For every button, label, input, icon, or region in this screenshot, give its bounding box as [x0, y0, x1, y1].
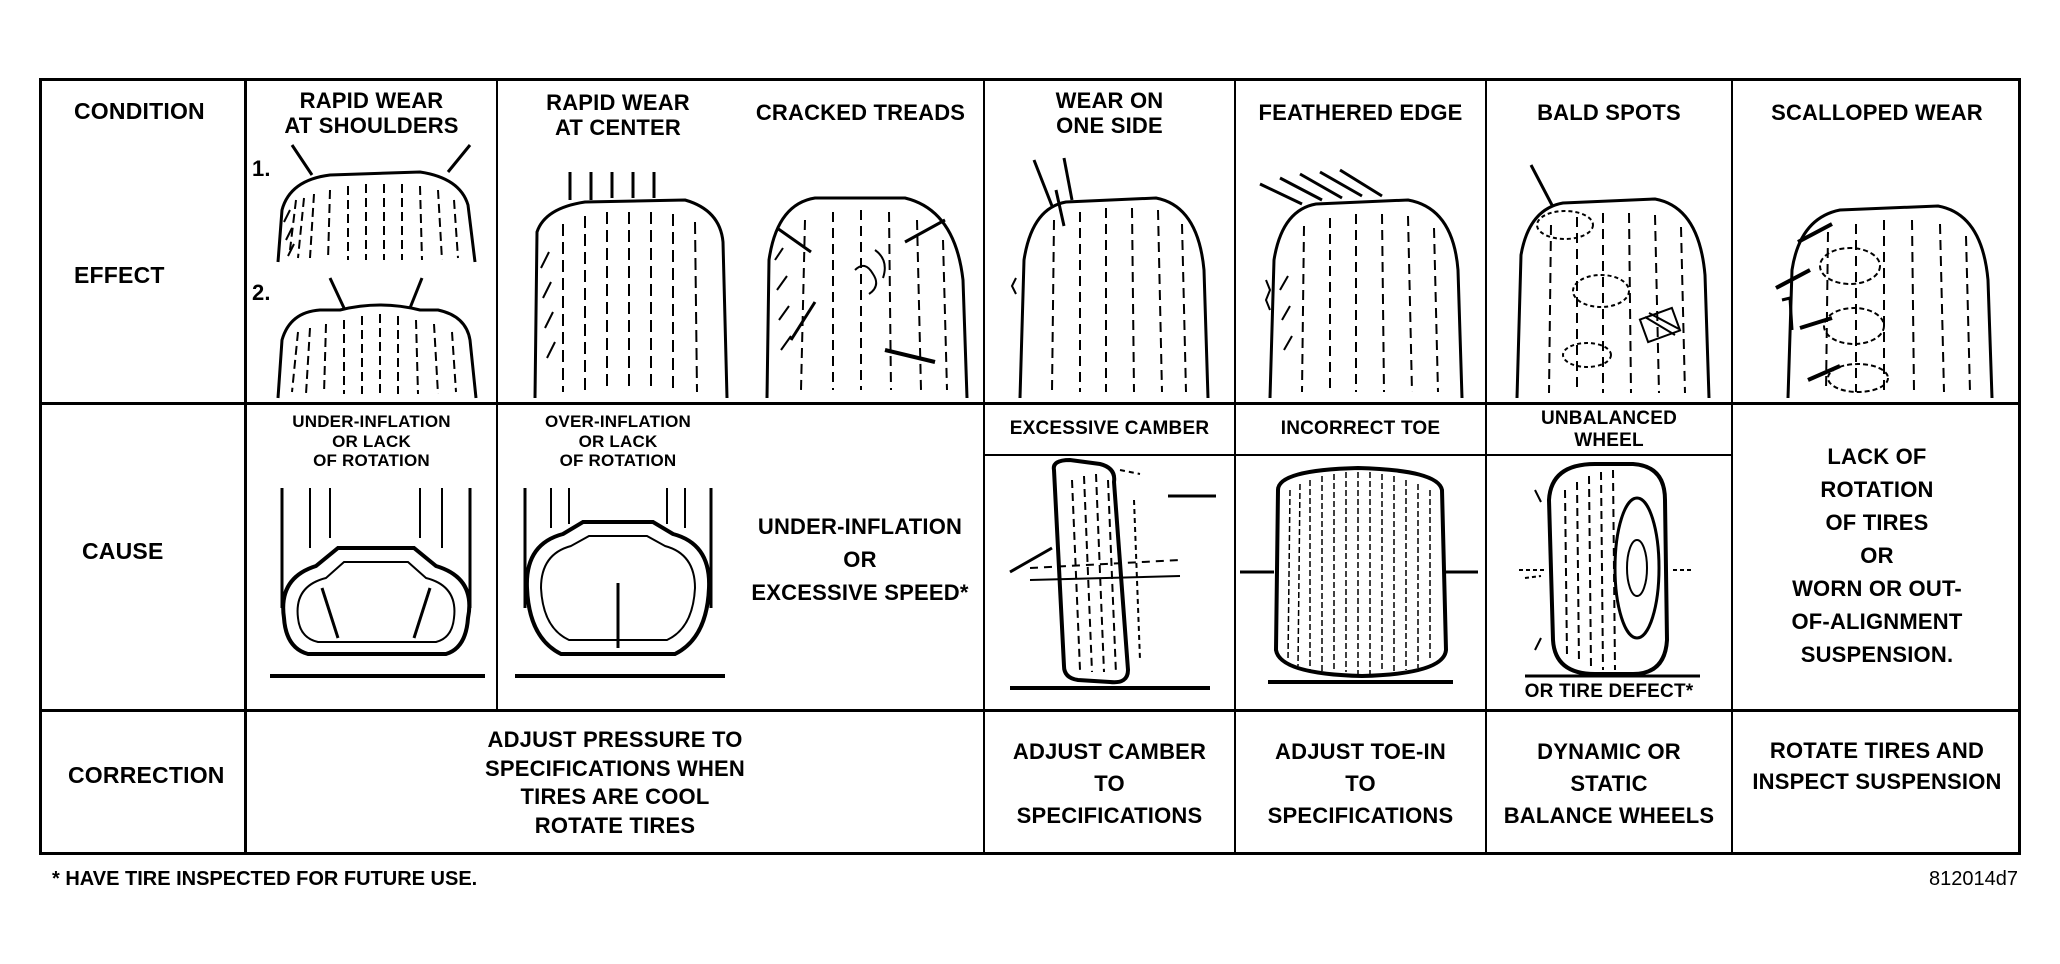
tire-illustration-cracked-treads — [765, 196, 969, 399]
tire-illustration-incorrect-toe — [1240, 465, 1478, 684]
marker-1: 1. — [252, 156, 271, 181]
tire-illustration-excessive-camber — [1009, 457, 1216, 690]
cause-lack-of-rotation: LACK OF ROTATION OF TIRES OR WORN OR OUT… — [1791, 444, 1963, 667]
tire-illustration-center-wear — [533, 172, 729, 399]
tire-illustration-feathered-edge — [1259, 168, 1464, 399]
divider — [496, 78, 498, 710]
tire-cross-section-under-inflated — [270, 488, 485, 678]
tire-wear-chart — [39, 78, 2021, 855]
row-label-cause: CAUSE — [82, 538, 164, 564]
divider — [39, 402, 2021, 405]
header-feathered-edge: FEATHERED EDGE — [1258, 100, 1463, 125]
cause-excessive-camber: EXCESSIVE CAMBER — [1009, 418, 1210, 439]
correction-adjust-pressure: ADJUST PRESSURE TO SPECIFICATIONS WHEN T… — [484, 727, 746, 838]
tire-illustration-shoulder-wear-2 — [276, 277, 478, 399]
divider — [39, 709, 2021, 712]
cause-tire-defect: OR TIRE DEFECT* — [1524, 681, 1694, 702]
cause-under-inflation-or-speed: UNDER-INFLATION OR EXCESSIVE SPEED* — [751, 514, 969, 605]
correction-adjust-camber: ADJUST CAMBER TO SPECIFICATIONS — [1012, 739, 1207, 828]
tire-illustration-shoulder-wear-1 — [276, 144, 477, 263]
header-bald-spots: BALD SPOTS — [1537, 100, 1681, 125]
row-label-effect: EFFECT — [74, 262, 165, 288]
cause-incorrect-toe: INCORRECT TOE — [1280, 418, 1441, 439]
tire-illustration-one-side-wear — [1010, 157, 1210, 399]
header-rapid-wear-center: RAPID WEAR AT CENTER — [546, 90, 690, 141]
header-cracked-treads: CRACKED TREADS — [755, 100, 966, 125]
cause-unbalanced-wheel: UNBALANCED WHEEL — [1540, 408, 1678, 451]
divider — [1485, 78, 1487, 855]
row-label-correction: CORRECTION — [68, 762, 225, 788]
divider — [983, 78, 985, 855]
tire-cross-section-over-inflated — [515, 488, 725, 678]
header-scalloped-wear: SCALLOPED WEAR — [1771, 100, 1983, 125]
header-rapid-wear-shoulders: RAPID WEAR AT SHOULDERS — [284, 88, 459, 139]
figure-id: 812014d7 — [1929, 868, 2018, 890]
divider — [983, 454, 1731, 456]
divider — [1234, 78, 1236, 855]
footnote: * HAVE TIRE INSPECTED FOR FUTURE USE. — [52, 868, 478, 890]
divider — [1731, 78, 1733, 855]
tire-illustration-bald-spots — [1515, 164, 1711, 399]
divider — [244, 78, 247, 855]
tire-illustration-scalloped-wear — [1775, 204, 1994, 399]
correction-adjust-toe-in: ADJUST TOE-IN TO SPECIFICATIONS — [1267, 739, 1454, 828]
tire-illustration-unbalanced-wheel — [1519, 462, 1700, 678]
correction-balance-wheels: DYNAMIC OR STATIC BALANCE WHEELS — [1503, 739, 1715, 828]
header-condition: CONDITION — [74, 98, 205, 124]
cause-under-inflation-lack-of-rotation: UNDER-INFLATION OR LACK OF ROTATION — [292, 412, 451, 471]
correction-rotate-tires: ROTATE TIRES AND INSPECT SUSPENSION — [1752, 738, 2002, 794]
cause-over-inflation-lack-of-rotation: OVER-INFLATION OR LACK OF ROTATION — [544, 412, 692, 471]
marker-2: 2. — [252, 280, 271, 305]
header-wear-one-side: WEAR ON ONE SIDE — [1055, 88, 1164, 139]
